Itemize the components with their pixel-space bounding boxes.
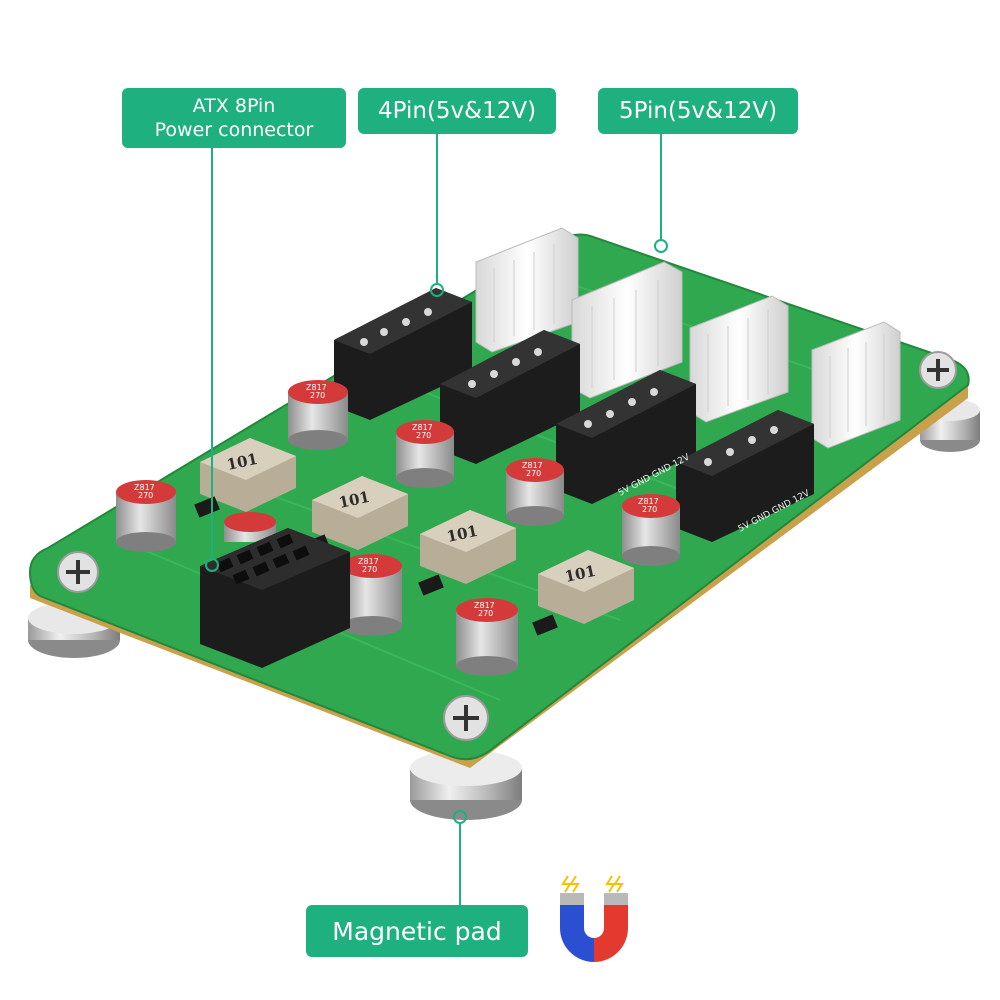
svg-text:270: 270 — [642, 505, 657, 514]
capacitors: Z817 270 Z817 270 Z817 270 Z817 270 — [116, 380, 680, 676]
black-connector-1 — [334, 288, 472, 420]
black-connector-2 — [440, 330, 580, 464]
inductors: 101 101 101 101 — [200, 438, 634, 624]
screw-icon — [443, 695, 489, 741]
white-connector-3 — [689, 295, 789, 423]
svg-text:Z817: Z817 — [522, 461, 543, 470]
svg-text:Z817: Z817 — [306, 383, 327, 392]
callout-4pin: 4Pin(5v&12V) — [358, 88, 556, 134]
black-connectors — [334, 288, 814, 542]
callout-4pin-label: 4Pin(5v&12V) — [377, 98, 537, 124]
callout-5pin-label: 5Pin(5v&12V) — [618, 98, 778, 124]
svg-text:Z817: Z817 — [358, 557, 379, 566]
svg-text:Z817: Z817 — [638, 497, 659, 506]
black-connector-3 — [556, 370, 696, 504]
white-connectors — [475, 227, 901, 449]
callout-5pin: 5Pin(5v&12V) — [598, 88, 798, 134]
capacitor: Z817 270 — [342, 554, 402, 636]
screw-icon — [57, 551, 99, 593]
svg-text:270: 270 — [310, 391, 325, 400]
capacitor — [224, 512, 276, 542]
black-connector-4 — [676, 410, 814, 542]
capacitor: Z817 270 — [116, 480, 176, 552]
inductor-4: 101 — [538, 550, 634, 624]
svg-text:Z817: Z817 — [412, 423, 433, 432]
svg-text:Z817: Z817 — [474, 601, 495, 610]
svg-text:270: 270 — [526, 469, 541, 478]
callout-leader-lines — [205, 134, 668, 905]
capacitor: Z817 270 — [622, 494, 680, 566]
capacitor: Z817 270 — [396, 420, 454, 488]
screw-icon — [919, 351, 957, 389]
inductor-1: 101 — [200, 438, 296, 512]
inductor-2: 101 — [312, 476, 408, 550]
magnet-icon — [560, 875, 628, 962]
callout-magnetic-label: Magnetic pad — [332, 916, 502, 946]
callout-atx-line2: Power connector — [154, 119, 314, 141]
inductor-3: 101 — [420, 510, 516, 584]
svg-text:270: 270 — [416, 431, 431, 440]
svg-text:270: 270 — [362, 565, 377, 574]
svg-text:Z817: Z817 — [134, 483, 155, 492]
svg-text:270: 270 — [138, 491, 153, 500]
callout-magnetic-pad: Magnetic pad — [306, 905, 528, 957]
svg-text:270: 270 — [478, 609, 493, 618]
callout-atx-8pin: ATX 8Pin Power connector — [122, 88, 346, 148]
atx-8pin-connector — [200, 528, 350, 668]
capacitor: Z817 270 — [456, 598, 518, 676]
capacitor: Z817 270 — [506, 458, 564, 526]
capacitor: Z817 270 — [288, 380, 348, 450]
callout-atx-line1: ATX 8Pin — [192, 95, 276, 117]
